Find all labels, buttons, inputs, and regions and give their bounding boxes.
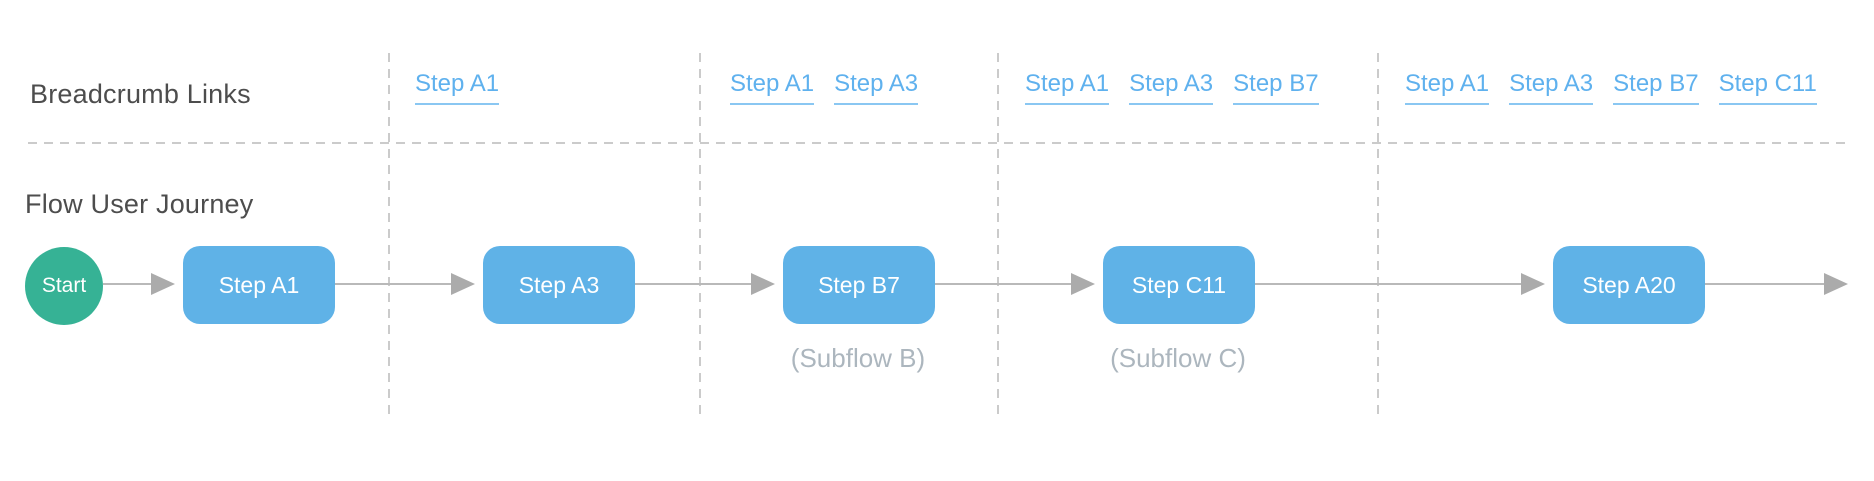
step-node-label: Step A3 — [518, 271, 600, 298]
connector-line — [933, 283, 1073, 285]
step-node-a1: Step A1 — [183, 246, 335, 324]
arrow-right-icon — [151, 273, 175, 295]
breadcrumb-row-label: Breadcrumb Links — [30, 79, 251, 109]
column-divider-2 — [699, 53, 701, 417]
start-node: Start — [25, 247, 103, 325]
start-node-label: Start — [41, 274, 87, 297]
row-divider — [28, 142, 1845, 144]
connector-line — [103, 283, 153, 285]
connector-line — [633, 283, 753, 285]
column-divider-3 — [997, 53, 999, 417]
step-node-b7: Step B7 — [783, 246, 935, 324]
breadcrumb-link[interactable]: Step A1 — [415, 70, 500, 105]
breadcrumb-column-2: Step A1 Step A3 — [730, 70, 919, 105]
breadcrumb-link[interactable]: Step A3 — [1509, 70, 1594, 105]
step-node-a3: Step A3 — [483, 246, 635, 324]
connector-line — [1705, 283, 1825, 285]
breadcrumb-link[interactable]: Step B7 — [1233, 70, 1319, 105]
arrow-right-icon — [1071, 273, 1095, 295]
breadcrumb-link[interactable]: Step C11 — [1718, 70, 1817, 105]
column-divider-4 — [1377, 53, 1379, 417]
connector-line — [1253, 283, 1523, 285]
breadcrumb-column-1: Step A1 — [415, 70, 500, 105]
arrow-right-icon — [1824, 273, 1848, 295]
subflow-c-label: (Subflow C) — [1110, 343, 1246, 373]
breadcrumb-link[interactable]: Step B7 — [1613, 70, 1699, 105]
step-node-a20: Step A20 — [1553, 246, 1705, 324]
arrow-right-icon — [1521, 273, 1545, 295]
step-node-label: Step A20 — [1582, 271, 1676, 298]
arrow-right-icon — [751, 273, 775, 295]
subflow-b-label: (Subflow B) — [790, 343, 926, 373]
step-node-c11: Step C11 — [1103, 246, 1255, 324]
breadcrumb-column-4: Step A1 Step A3 Step B7 Step C11 — [1405, 70, 1817, 105]
connector-line — [335, 283, 453, 285]
step-node-label: Step C11 — [1131, 271, 1227, 298]
step-node-label: Step A1 — [218, 271, 300, 298]
step-node-label: Step B7 — [818, 271, 900, 298]
breadcrumb-link[interactable]: Step A3 — [1129, 70, 1214, 105]
flow-row-label: Flow User Journey — [25, 189, 254, 219]
arrow-right-icon — [451, 273, 475, 295]
breadcrumb-link[interactable]: Step A1 — [730, 70, 815, 105]
breadcrumb-column-3: Step A1 Step A3 Step B7 — [1025, 70, 1319, 105]
column-divider-1 — [388, 53, 390, 417]
breadcrumb-link[interactable]: Step A3 — [834, 70, 919, 105]
breadcrumb-link[interactable]: Step A1 — [1025, 70, 1110, 105]
breadcrumb-link[interactable]: Step A1 — [1405, 70, 1490, 105]
